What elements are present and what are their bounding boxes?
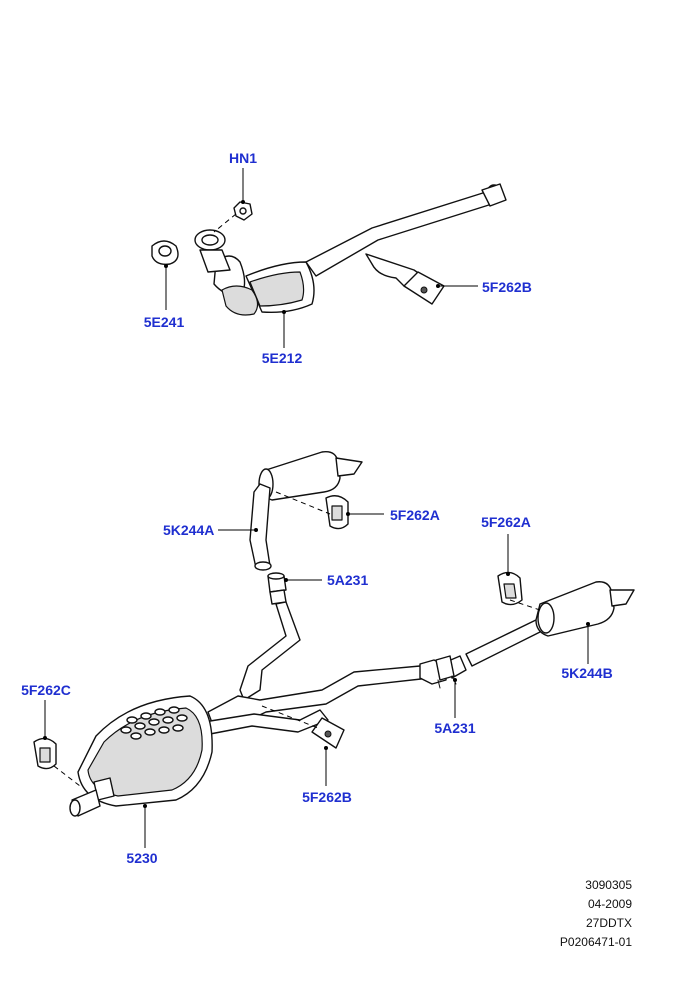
front-pipe-5e212 — [194, 183, 507, 316]
callout-5f262a-left: 5F262A — [390, 507, 440, 523]
callout-5k244b: 5K244B — [561, 665, 612, 681]
intermediate-pipe — [203, 601, 549, 735]
lower-assembly — [33, 451, 635, 848]
clamp-5a231-top — [267, 572, 287, 605]
reference-date: 04-2009 — [587, 897, 632, 911]
callout-5230: 5230 — [126, 850, 157, 866]
reference-block: 3090305 04-2009 27DDTX P0206471-01 — [560, 876, 632, 952]
rear-muffler-left-5k244a — [249, 451, 363, 571]
reference-illustration-number: P0206471-01 — [559, 935, 632, 949]
callout-5f262a-right: 5F262A — [481, 514, 531, 530]
hanger-5f262c — [33, 737, 57, 770]
rear-muffler-right-5k244b — [535, 581, 635, 637]
muffler-dimple-pattern — [120, 706, 188, 740]
callout-5a231-mid: 5A231 — [434, 720, 475, 736]
reference-model: 27DDTX — [585, 916, 632, 930]
hanger-5f262a-right — [497, 571, 523, 606]
hanger-5f262a-left — [325, 495, 349, 530]
front-muffler-5230 — [69, 695, 213, 817]
reference-code: 3090305 — [585, 878, 632, 892]
callout-5a231-top: 5A231 — [327, 572, 368, 588]
callout-5e212: 5E212 — [262, 350, 303, 366]
callout-5f262b-bottom: 5F262B — [302, 789, 352, 805]
callout-5k244a: 5K244A — [163, 522, 214, 538]
callout-5f262b-top: 5F262B — [482, 279, 532, 295]
hanger-5f262b-bottom — [311, 717, 345, 749]
gasket-5e241 — [151, 240, 179, 266]
upper-assembly — [151, 168, 507, 348]
nut-hn1 — [233, 201, 253, 221]
callout-5f262c: 5F262C — [21, 682, 71, 698]
callout-5e241: 5E241 — [144, 314, 185, 330]
callout-hn1: HN1 — [229, 150, 257, 166]
